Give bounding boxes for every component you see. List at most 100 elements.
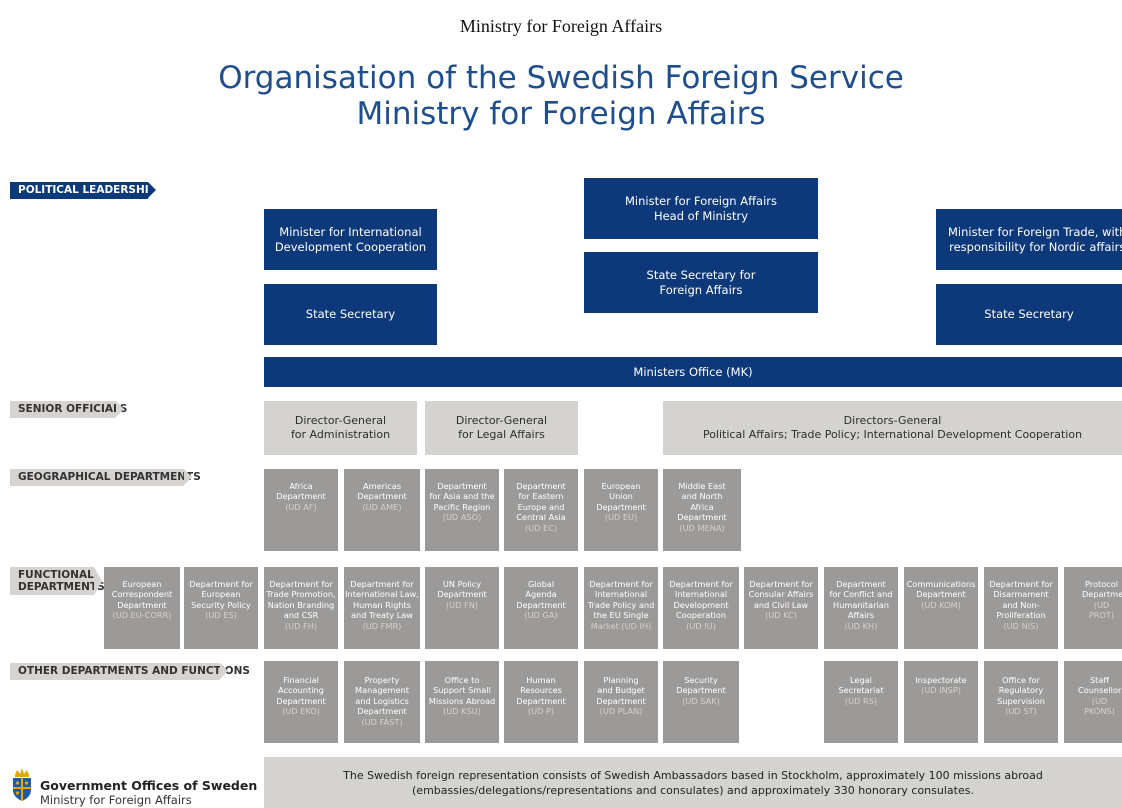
minister-foreign-affairs-box: Minister for Foreign Affairs Head of Min… <box>584 178 818 239</box>
dept-name: Department for International Development… <box>669 579 733 621</box>
state-secretary-left-label: State Secretary <box>305 307 396 321</box>
other-dept-human-resources: Human Resources Department(UD P) <box>504 661 578 743</box>
geo-dept-mena: Middle East and North Africa Department(… <box>663 469 741 551</box>
func-dept-protocol: Protocol Department(UD PROT) <box>1064 567 1122 649</box>
state-secretary-right-label: State Secretary <box>984 307 1074 321</box>
dept-name: Planning and Budget Department <box>596 675 646 706</box>
government-crest-icon <box>13 768 31 801</box>
dept-name: Middle East and North Africa Department <box>677 481 727 523</box>
dg-legal-affairs-box: Director-General for Legal Affairs <box>425 401 578 455</box>
other-dept-staff-counsellors: Staff Counsellors(UD PKONS) <box>1064 661 1122 743</box>
page-title: Organisation of the Swedish Foreign Serv… <box>0 60 1122 132</box>
state-secretary-foreign-affairs-box: State Secretary for Foreign Affairs <box>584 252 818 313</box>
dept-name: Department for Disarmament and Non- Prol… <box>989 579 1053 621</box>
minister-foreign-affairs-line-1: Minister for Foreign Affairs <box>624 194 777 208</box>
dept-name: Inspectorate <box>915 675 967 685</box>
func-dept-communications: Communications Department(UD KOM) <box>904 567 978 649</box>
dept-name: Americas Department <box>357 481 407 502</box>
minister-trade-line-2: responsibility for Nordic affairs <box>949 239 1122 254</box>
dept-name: Department for International Trade Polic… <box>587 579 655 621</box>
geo-dept-asia-pacific: Department for Asia and the Pacific Regi… <box>425 469 499 551</box>
dept-code: (UD EKO) <box>282 706 320 717</box>
dept-code: (UD AF) <box>285 501 317 512</box>
dept-name: Department for Consular Affairs and Civi… <box>748 579 814 610</box>
dept-name: Office for Regulatory Supervision <box>997 675 1045 706</box>
dept-code: (UD ST) <box>1005 706 1037 717</box>
dg-legal-line-1: Director-General <box>455 414 548 427</box>
dgs-line-2: Political Affairs; Trade Policy; Interna… <box>702 428 1083 441</box>
dept-name: Department for Asia and the Pacific Regi… <box>429 481 495 512</box>
dept-code: (UD GA) <box>524 610 558 621</box>
section-functional-line-1: FUNCTIONAL <box>18 569 94 581</box>
dept-name: Department for European Security Policy <box>189 579 253 610</box>
dept-code: (UD ASO) <box>442 512 482 523</box>
minister-trade-line-1: Minister for Foreign Trade, with <box>948 224 1122 239</box>
dept-name: Department for Trade Promotion, Nation B… <box>266 579 336 621</box>
state-secretary-right-box: State Secretary <box>936 284 1122 345</box>
section-senior-officials: SENIOR OFFICIALS <box>10 401 127 418</box>
dept-code: (UD EU) <box>604 512 638 523</box>
dept-name: Department for Eastern Europe and Centra… <box>516 481 566 523</box>
section-functional-line-2: DEPARTMENTS <box>18 581 105 593</box>
geo-dept-eastern-europe: Department for Eastern Europe and Centra… <box>504 469 578 551</box>
dept-name: Protocol Department <box>1082 579 1122 600</box>
state-secretary-center-line-1: State Secretary for <box>646 268 756 282</box>
geo-dept-americas: Americas Department(UD AME) <box>344 469 420 551</box>
dept-name: European Union Department <box>596 481 646 512</box>
dept-code: (UD FN) <box>445 599 479 610</box>
other-dept-financial-accounting: Financial Accounting Department(UD EKO) <box>264 661 338 743</box>
ministry-subtitle: Ministry for Foreign Affairs <box>40 793 192 807</box>
dept-name: Office to Support Small Missions Abroad <box>428 675 496 706</box>
dept-name: Financial Accounting Department <box>276 675 326 706</box>
dg-administration-box: Director-General for Administration <box>264 401 417 455</box>
dept-code: (UD EU-CORR) <box>112 610 172 621</box>
dept-name: Department for Conflict and Humanitarian… <box>829 579 893 621</box>
dgs-line-1: Directors-General <box>843 414 942 427</box>
dept-code: (UD INSP) <box>921 685 961 696</box>
dept-name: Communications Department <box>906 579 976 600</box>
dg-legal-line-2: for Legal Affairs <box>458 428 545 441</box>
dept-code: (UD KC) <box>765 610 797 621</box>
dept-code: (UD PKONS) <box>1084 695 1115 717</box>
geo-dept-european-union: European Union Department(UD EU) <box>584 469 658 551</box>
func-dept-development-cooperation: Department for International Development… <box>663 567 739 649</box>
document-header: Ministry for Foreign Affairs <box>459 16 663 36</box>
func-dept-trade-promotion: Department for Trade Promotion, Nation B… <box>264 567 338 649</box>
other-dept-legal-secretariat: Legal Secretariat(UD RS) <box>824 661 898 743</box>
dept-code: (UD KH) <box>844 620 878 631</box>
dept-code: (UD SAK) <box>682 695 720 706</box>
other-dept-planning-budget: Planning and Budget Department(UD PLAN) <box>584 661 658 743</box>
dept-code: (UD P) <box>527 706 555 717</box>
dept-code: (UD AME) <box>362 501 402 512</box>
section-geographical-departments: GEOGRAPHICAL DEPARTMENTS <box>10 469 201 486</box>
dept-code: (UD ES) <box>205 610 237 621</box>
section-other-departments: OTHER DEPARTMENTS AND FUNCTIONS <box>10 663 250 680</box>
dept-code: (UD MENA) <box>679 522 725 533</box>
dept-name: Department for International Law, Human … <box>345 579 419 621</box>
footer-note-line-1: The Swedish foreign representation consi… <box>343 768 1043 782</box>
dept-name: Global Agenda Department <box>516 579 566 610</box>
dept-code: (UD FMR) <box>362 620 402 631</box>
func-dept-conflict-humanitarian: Department for Conflict and Humanitarian… <box>824 567 898 649</box>
other-dept-inspectorate: Inspectorate(UD INSP) <box>904 661 978 743</box>
dg-admin-line-1: Director-General <box>294 414 387 427</box>
func-dept-disarmament: Department for Disarmament and Non- Prol… <box>984 567 1058 649</box>
minister-intl-dev-line-2: Development Cooperation <box>274 239 427 254</box>
ministers-office-label: Ministers Office (MK) <box>633 364 753 379</box>
dept-name: Property Management and Logistics Depart… <box>355 675 409 717</box>
foreign-representation-note: The Swedish foreign representation consi… <box>264 757 1122 808</box>
dept-name: Human Resources Department <box>516 675 566 706</box>
dept-name: European Correspondent Department <box>111 579 173 610</box>
dept-name: Security Department <box>676 675 726 696</box>
dept-code: (UD NIS) <box>1003 620 1039 631</box>
minister-intl-development-box: Minister for International Development C… <box>264 209 437 270</box>
func-dept-european-correspondent: European Correspondent Department(UD EU-… <box>104 567 180 649</box>
func-dept-international-law: Department for International Law, Human … <box>344 567 420 649</box>
other-dept-regulatory-supervision: Office for Regulatory Supervision(UD ST) <box>984 661 1058 743</box>
func-dept-european-security: Department for European Security Policy … <box>184 567 258 649</box>
state-secretary-center-line-2: Foreign Affairs <box>659 283 743 297</box>
minister-intl-dev-line-1: Minister for International <box>279 224 422 239</box>
title-line-1: Organisation of the Swedish Foreign Serv… <box>218 60 904 96</box>
dept-code: (UD EC) <box>524 522 558 533</box>
government-offices-name: Government Offices of Sweden <box>40 778 258 793</box>
